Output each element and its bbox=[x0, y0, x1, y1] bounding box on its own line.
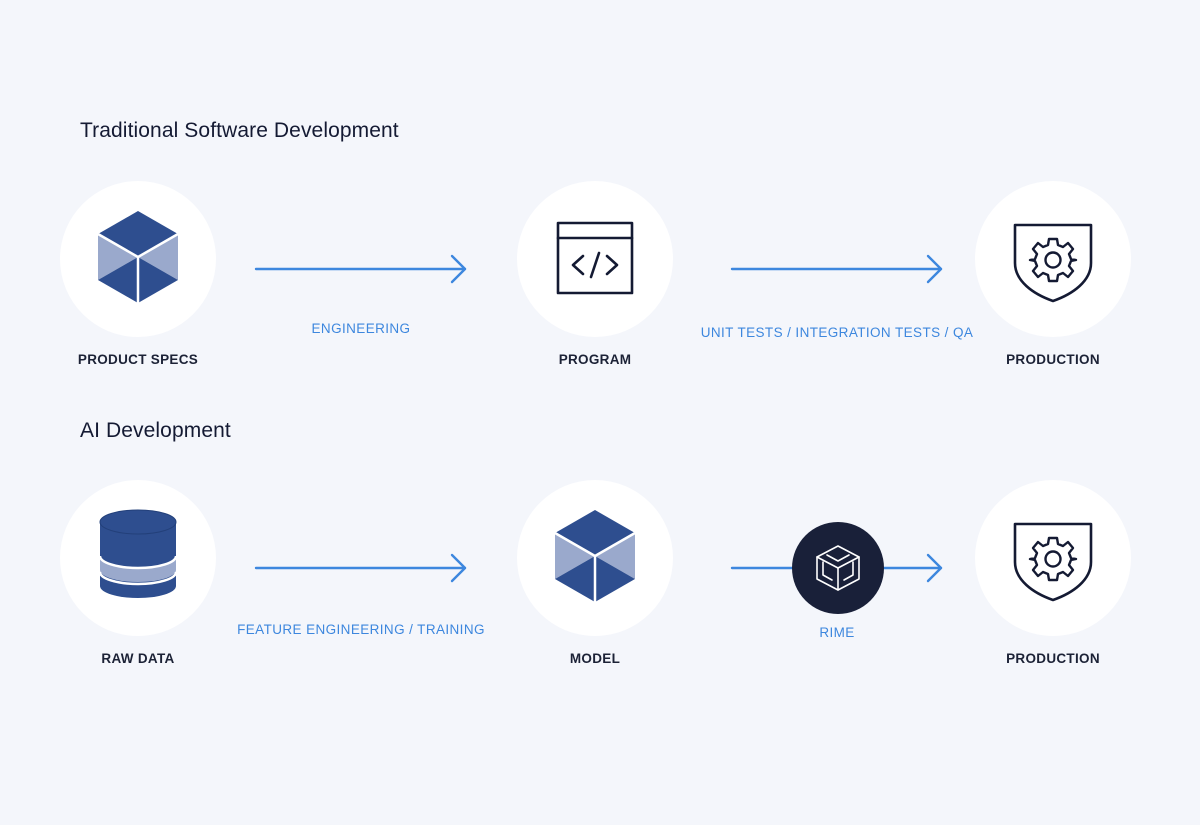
cube-icon bbox=[97, 211, 179, 303]
arrow-engineering bbox=[254, 254, 467, 284]
arrow-tests bbox=[730, 254, 943, 284]
node-label-model: MODEL bbox=[569, 651, 621, 666]
code-window-icon bbox=[556, 221, 634, 295]
shield-gear-icon bbox=[1013, 223, 1093, 303]
database-icon bbox=[98, 509, 178, 598]
node-label-product-specs: PRODUCT SPECS bbox=[77, 352, 199, 367]
edge-label-engineering: ENGINEERING bbox=[311, 321, 411, 336]
ai-section-title: AI Development bbox=[80, 419, 231, 442]
rime-badge bbox=[792, 522, 884, 614]
node-label-raw-data: RAW DATA bbox=[101, 651, 175, 666]
node-program bbox=[517, 181, 673, 337]
node-raw-data bbox=[60, 480, 216, 636]
node-label-program: PROGRAM bbox=[558, 352, 632, 367]
node-label-production-traditional: PRODUCTION bbox=[1006, 352, 1100, 367]
node-production-traditional bbox=[975, 181, 1131, 337]
shield-gear-icon bbox=[1013, 522, 1093, 602]
node-product-specs bbox=[60, 181, 216, 337]
node-label-production-ai: PRODUCTION bbox=[1006, 651, 1100, 666]
edge-label-rime: RIME bbox=[819, 625, 855, 640]
node-model bbox=[517, 480, 673, 636]
traditional-section-title: Traditional Software Development bbox=[80, 119, 399, 142]
cube-icon bbox=[554, 510, 636, 602]
rime-logo-icon bbox=[816, 545, 860, 591]
arrow-feature-engineering bbox=[254, 553, 467, 583]
edge-label-feature-engineering: FEATURE ENGINEERING / TRAINING bbox=[237, 622, 485, 637]
node-production-ai bbox=[975, 480, 1131, 636]
edge-label-tests: UNIT TESTS / INTEGRATION TESTS / QA bbox=[700, 325, 974, 340]
